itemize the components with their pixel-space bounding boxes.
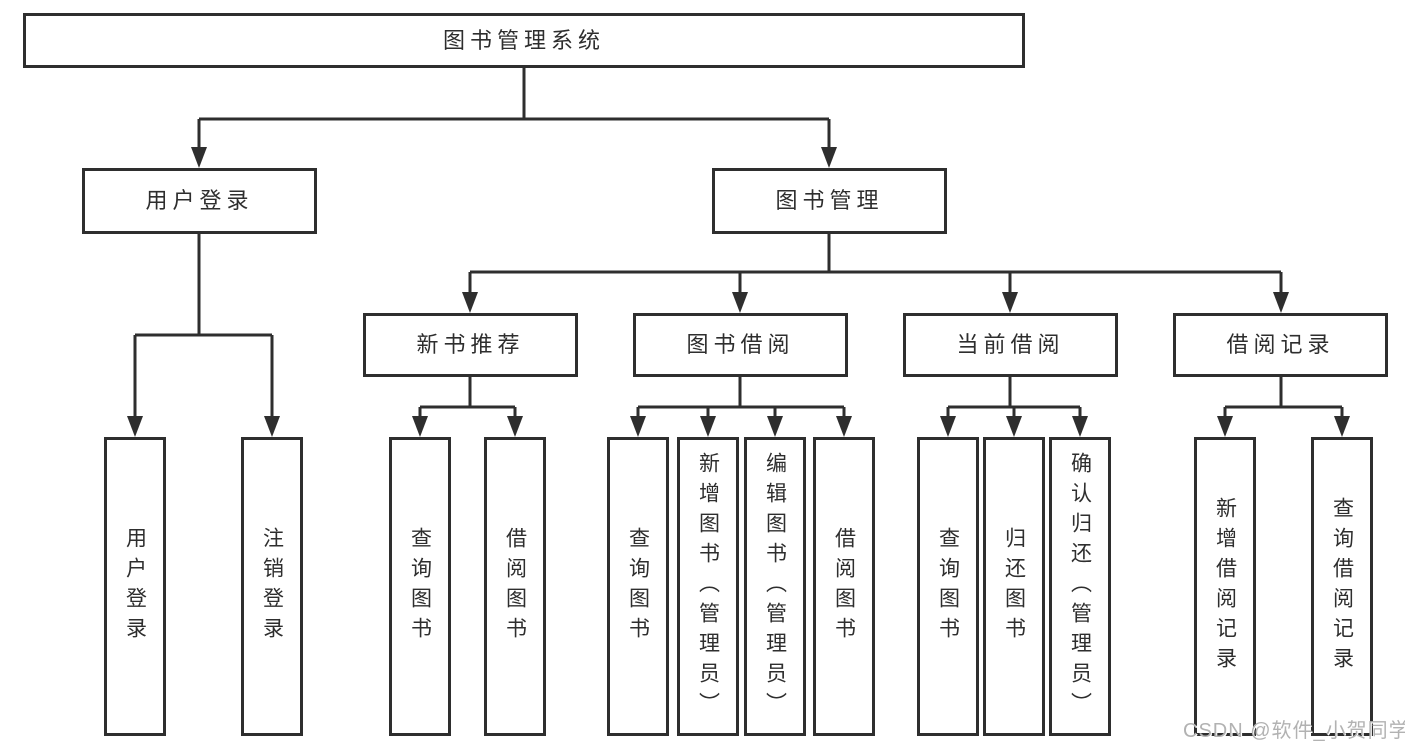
arrow-icon bbox=[1273, 292, 1289, 313]
leaf-current-query-label: 查询图书 bbox=[936, 526, 960, 647]
arrow-icon bbox=[940, 416, 956, 437]
leaf-current-return: 归还图书 bbox=[983, 437, 1045, 736]
node-root: 图书管理系统 bbox=[23, 13, 1025, 68]
leaf-borrow-query: 查询图书 bbox=[607, 437, 669, 736]
connector-book-borrow bbox=[636, 377, 846, 420]
leaf-borrow-borrow: 借阅图书 bbox=[813, 437, 875, 736]
leaf-current-query: 查询图书 bbox=[917, 437, 979, 736]
arrow-icon bbox=[821, 147, 837, 168]
node-root-label: 图书管理系统 bbox=[442, 27, 605, 53]
leaf-newbooks-borrow-label: 借阅图书 bbox=[503, 526, 527, 647]
connector-borrow-records bbox=[1223, 377, 1344, 420]
leaf-borrow-add: 新增图书（管理员） bbox=[677, 437, 739, 736]
arrow-icon bbox=[1072, 416, 1088, 437]
csdn-watermark: CSDN @软件_小贺同学 bbox=[1183, 720, 1405, 742]
leaf-records-add-label: 新增借阅记录 bbox=[1213, 496, 1237, 677]
connector-user-login bbox=[133, 234, 274, 420]
arrow-icon bbox=[462, 292, 478, 313]
leaf-newbooks-borrow: 借阅图书 bbox=[484, 437, 546, 736]
node-new-books-label: 新书推荐 bbox=[416, 332, 525, 357]
leaf-records-query-label: 查询借阅记录 bbox=[1330, 496, 1354, 677]
node-user-login-label: 用户登录 bbox=[145, 188, 254, 213]
leaf-logout-label: 注销登录 bbox=[260, 526, 284, 647]
arrow-icon bbox=[630, 416, 646, 437]
connector-new-books bbox=[418, 377, 517, 420]
arrow-icon bbox=[767, 416, 783, 437]
arrow-icon bbox=[264, 416, 280, 437]
arrow-icon bbox=[1334, 416, 1350, 437]
arrow-icon bbox=[732, 292, 748, 313]
arrow-icon bbox=[507, 416, 523, 437]
node-borrow-records-label: 借阅记录 bbox=[1226, 332, 1335, 357]
leaf-borrow-edit-label: 编辑图书（管理员） bbox=[763, 451, 787, 722]
node-new-books: 新书推荐 bbox=[363, 313, 578, 377]
leaf-borrow-edit: 编辑图书（管理员） bbox=[744, 437, 806, 736]
arrowheads bbox=[127, 147, 1350, 437]
leaf-borrow-query-label: 查询图书 bbox=[626, 526, 650, 647]
leaf-current-confirm: 确认归还（管理员） bbox=[1049, 437, 1111, 736]
arrow-icon bbox=[1006, 416, 1022, 437]
leaf-borrow-borrow-label: 借阅图书 bbox=[832, 526, 856, 647]
connector-current-borrow bbox=[946, 377, 1082, 420]
leaf-logout: 注销登录 bbox=[241, 437, 303, 736]
leaf-user-login: 用户登录 bbox=[104, 437, 166, 736]
connector-root bbox=[197, 68, 831, 150]
leaf-borrow-add-label: 新增图书（管理员） bbox=[696, 451, 720, 722]
leaf-current-return-label: 归还图书 bbox=[1002, 526, 1026, 647]
arrow-icon bbox=[412, 416, 428, 437]
leaf-newbooks-query-label: 查询图书 bbox=[408, 526, 432, 647]
arrow-icon bbox=[1002, 292, 1018, 313]
arrow-icon bbox=[127, 416, 143, 437]
connector-book-mgmt bbox=[468, 234, 1283, 296]
leaf-newbooks-query: 查询图书 bbox=[389, 437, 451, 736]
arrow-icon bbox=[1217, 416, 1233, 437]
arrow-icon bbox=[836, 416, 852, 437]
node-book-borrow: 图书借阅 bbox=[633, 313, 848, 377]
node-borrow-records: 借阅记录 bbox=[1173, 313, 1388, 377]
leaf-records-add: 新增借阅记录 bbox=[1194, 437, 1256, 736]
node-current-borrow: 当前借阅 bbox=[903, 313, 1118, 377]
node-current-borrow-label: 当前借阅 bbox=[956, 332, 1065, 357]
node-book-mgmt: 图书管理 bbox=[712, 168, 947, 234]
leaf-records-query: 查询借阅记录 bbox=[1311, 437, 1373, 736]
arrow-icon bbox=[700, 416, 716, 437]
node-book-mgmt-label: 图书管理 bbox=[775, 188, 884, 213]
node-user-login: 用户登录 bbox=[82, 168, 317, 234]
arrow-icon bbox=[191, 147, 207, 168]
node-book-borrow-label: 图书借阅 bbox=[686, 332, 795, 357]
leaf-user-login-label: 用户登录 bbox=[123, 526, 147, 647]
leaf-current-confirm-label: 确认归还（管理员） bbox=[1068, 451, 1092, 722]
